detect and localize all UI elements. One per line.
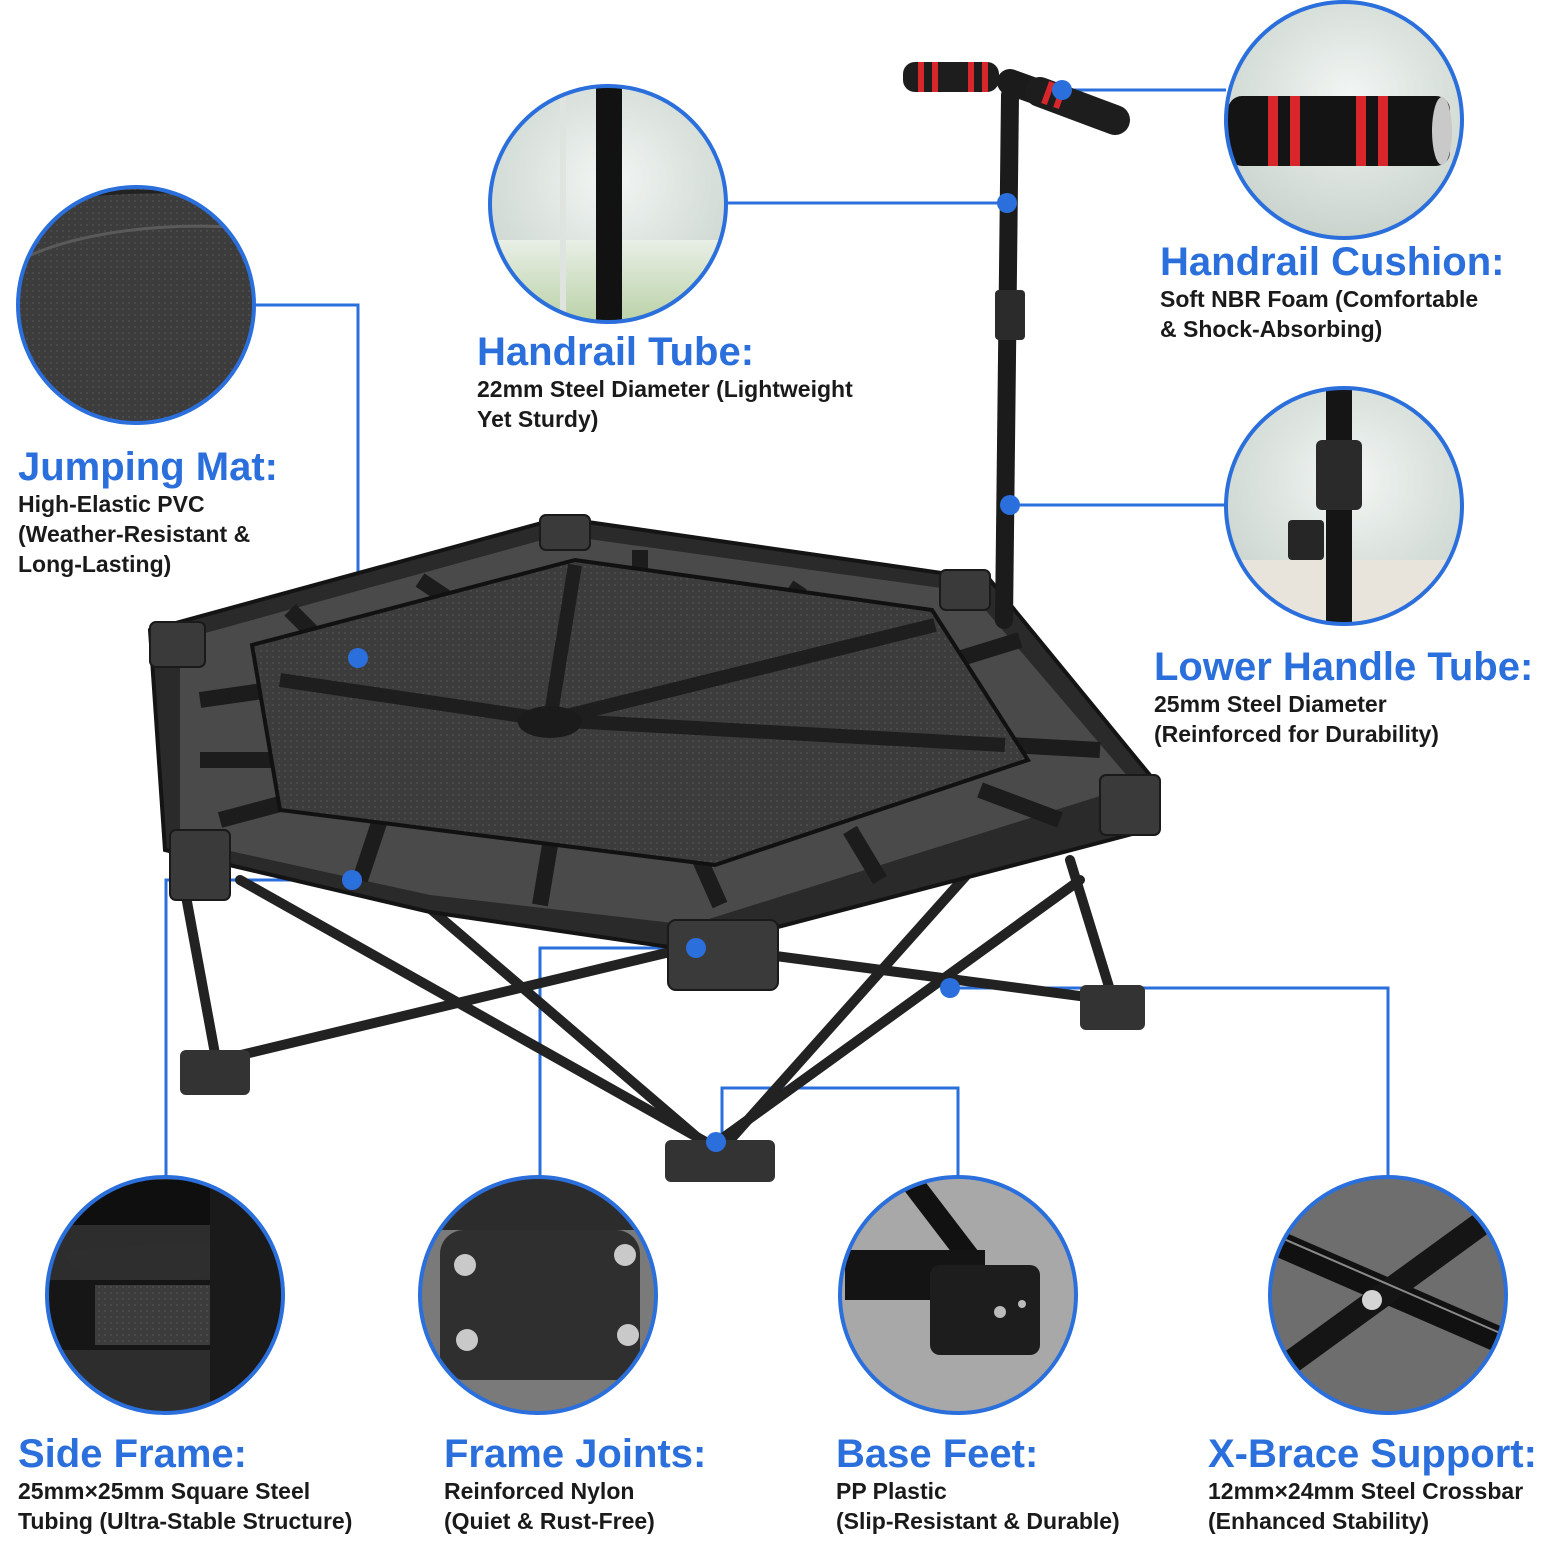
zoom-handrail-cushion [1224,0,1464,240]
zoom-jumping-mat [16,185,256,425]
callout-desc: Reinforced Nylon (Quiet & Rust-Free) [444,1478,655,1534]
marker-lower-handle [1000,495,1020,515]
zoom-side-frame [45,1175,285,1415]
connector-frame-joints [538,946,696,1176]
callout-title: Handrail Cushion: [1160,240,1505,284]
callout-jumping-mat: Jumping Mat: High-Elastic PVC (Weather-R… [18,445,278,579]
frame-joint-blocks [149,514,1161,991]
callout-title: Side Frame: [18,1432,247,1476]
callout-desc: 25mm Steel Diameter (Reinforced for Dura… [1154,691,1439,747]
callout-side-frame: Side Frame: 25mm×25mm Square Steel Tubin… [18,1432,352,1536]
trampoline-mat [249,557,1032,868]
connector-x-brace [950,986,1390,1176]
callout-x-brace-support: X-Brace Support: 12mm×24mm Steel Crossba… [1208,1432,1537,1536]
connector-jumping-mat [254,303,360,658]
callout-lower-handle-tube: Lower Handle Tube: 25mm Steel Diameter (… [1154,645,1533,749]
callout-title: X-Brace Support: [1208,1432,1537,1476]
zoom-handrail-tube [488,84,728,324]
callout-handrail-tube: Handrail Tube: 22mm Steel Diameter (Ligh… [477,330,853,434]
marker-base-feet [706,1132,726,1152]
callout-desc: 25mm×25mm Square Steel Tubing (Ultra-Sta… [18,1478,353,1534]
callout-frame-joints: Frame Joints: Reinforced Nylon (Quiet & … [444,1432,706,1536]
marker-handrail-cushion [1052,80,1072,100]
zoom-frame-joints [418,1175,658,1415]
marker-x-brace [940,978,960,998]
zoom-base-feet [838,1175,1078,1415]
zoom-lower-handle [1224,386,1464,626]
callout-desc: 22mm Steel Diameter (Lightweight Yet Stu… [477,376,853,432]
callout-handrail-cushion: Handrail Cushion: Soft NBR Foam (Comfort… [1160,240,1504,344]
callout-title: Lower Handle Tube: [1154,645,1534,689]
callout-title: Base Feet: [836,1432,1039,1476]
marker-frame-joints [686,938,706,958]
callout-title: Jumping Mat: [18,445,278,489]
marker-handrail-tube [997,193,1017,213]
callout-desc: Soft NBR Foam (Comfortable & Shock-Absor… [1160,286,1479,342]
trampoline [147,62,1161,1182]
trampoline-legs [178,855,1115,1155]
callout-base-feet: Base Feet: PP Plastic (Slip-Resistant & … [836,1432,1120,1536]
zoom-x-brace [1268,1175,1508,1415]
trampoline-feet [180,985,1145,1182]
marker-jumping-mat [348,648,368,668]
callout-markers [342,80,1072,1152]
callout-title: Handrail Tube: [477,330,755,374]
trampoline-handle [903,62,1130,629]
marker-side-frame [342,870,362,890]
callout-desc: PP Plastic (Slip-Resistant & Durable) [836,1478,1120,1534]
callout-title: Frame Joints: [444,1432,707,1476]
callout-desc: High-Elastic PVC (Weather-Resistant & Lo… [18,491,251,577]
callout-desc: 12mm×24mm Steel Crossbar (Enhanced Stabi… [1208,1478,1524,1534]
